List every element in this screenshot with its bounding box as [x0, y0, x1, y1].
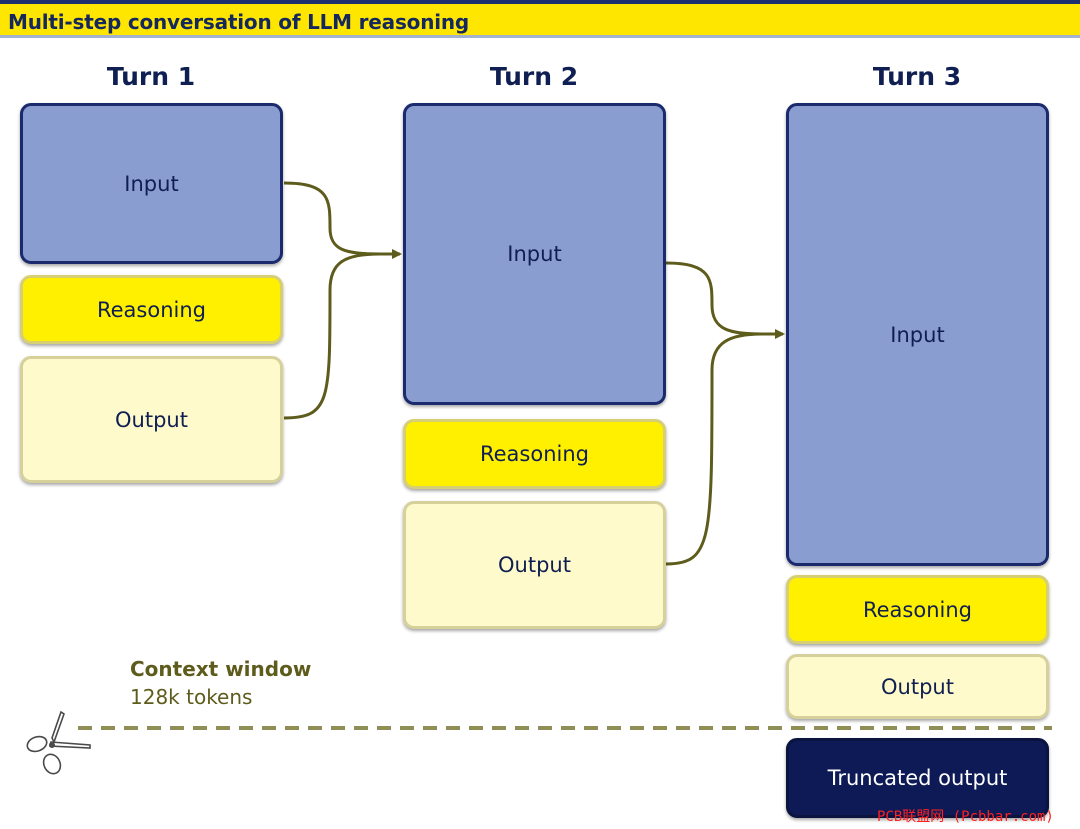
connector-t2-input	[665, 261, 763, 336]
turn-3-output-label: Output	[881, 674, 954, 699]
turn-1-output-box: Output	[20, 356, 283, 483]
watermark: PCB联盟网 (Pcbbar.com)	[877, 809, 1054, 825]
diagram-title: Multi-step conversation of LLM reasoning	[8, 10, 470, 34]
turn-2-label: Turn 2	[489, 62, 579, 91]
turn-3-input-label: Input	[890, 322, 945, 347]
turn-2-reasoning-label: Reasoning	[479, 442, 589, 466]
turn-1-label: Turn 1	[106, 62, 196, 91]
context-window-size: 128k tokens	[130, 685, 253, 709]
turn-1-reasoning-box: Reasoning	[20, 275, 283, 344]
turn-3-input-box: Input	[786, 103, 1049, 566]
connector-t1-input	[283, 181, 381, 256]
scissors-icon	[26, 710, 91, 775]
turn-1-output-label: Output	[115, 407, 188, 432]
turn-3-reasoning-label: Reasoning	[862, 597, 972, 622]
connector-t1-output	[283, 252, 381, 420]
turn-3-label: Turn 3	[872, 62, 962, 91]
turn-3-output-box: Output	[786, 654, 1049, 719]
turn-3-truncated-output-box: Truncated output	[786, 738, 1049, 818]
turn-2-reasoning-box: Reasoning	[403, 419, 666, 489]
turn-1-input-box: Input	[20, 103, 283, 264]
truncated-output-label: Truncated output	[827, 766, 1008, 790]
turn-3-reasoning-box: Reasoning	[786, 575, 1049, 644]
turn-2-output-label: Output	[498, 553, 571, 577]
context-window-title: Context window	[130, 657, 312, 681]
connector-t2-output	[665, 332, 763, 566]
title-bar: Multi-step conversation of LLM reasoning	[0, 0, 1080, 38]
turn-2-input-label: Input	[507, 242, 562, 266]
turn-1-reasoning-label: Reasoning	[96, 297, 206, 322]
turn-2-input-box: Input	[403, 103, 666, 405]
turn-2-output-box: Output	[403, 501, 666, 629]
turn-1-input-label: Input	[124, 171, 179, 196]
